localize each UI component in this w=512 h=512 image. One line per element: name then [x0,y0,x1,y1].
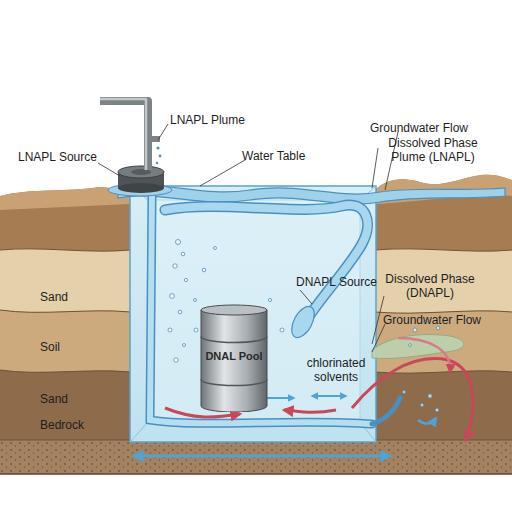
bubbles [178,310,182,314]
ground-layers [0,249,130,312]
callout-label: Water Table [242,149,322,163]
leader-line [98,163,120,176]
extraction-pipe [156,162,158,164]
bubbles [202,268,206,272]
ground-layers [0,440,512,474]
bubbles [183,344,186,347]
flow-arrows [312,395,346,397]
dnapl-dissolved-plume [372,335,464,359]
bubbles [409,344,412,347]
callout-label: DNAPL Source [296,275,386,289]
barrel-node: DNAL Pool [200,304,268,412]
bubbles [181,252,185,256]
callout-label: LNAPL Source [18,150,108,164]
lnapl-plume [118,185,505,424]
ground-layers [0,370,130,446]
flow-arrows [418,418,436,424]
bubbles [173,264,177,268]
leader-line [158,124,168,140]
lnapl-plume [118,185,505,204]
leader-line [372,148,378,188]
layer-label: Soil [40,340,100,354]
substance-label: chlorinated solvents [296,356,376,384]
flow-arrows [398,338,450,372]
source-device [108,166,172,196]
bubbles [168,328,172,332]
ground-layers [0,310,130,372]
extraction-pipe [156,146,159,149]
callout-label: LNAPL Plume [170,113,260,127]
barrel-body [201,310,267,412]
bubbles [420,403,423,406]
flow-arrows [134,338,473,456]
barrel-rib [201,380,267,386]
dnapl-dissolved-plume [372,335,464,359]
bubbles [170,294,175,299]
ground-layers [375,175,512,472]
lnapl-plume [150,196,372,424]
source-device [118,166,164,178]
bubbles [280,328,284,332]
leader-line [200,160,245,186]
water-box [148,200,360,422]
lnapl-plume [165,205,368,322]
flow-label: Groundwater Flow [370,121,490,135]
lnapl-plume [150,196,372,424]
bubbles [413,328,417,332]
extraction-pipe [100,99,146,170]
leader-line [300,290,312,304]
bubbles [403,391,406,394]
lnapl-plume [287,303,319,341]
layer-label: Sand [40,392,100,406]
flow-arrows [284,410,336,412]
barrel-lid [201,305,267,315]
ground-layers [0,473,512,475]
extraction-pipe [100,101,148,170]
ground-layers [0,175,512,474]
bubbles [184,278,187,281]
bubbles [268,298,271,301]
water-box [130,186,376,442]
barrel-rib [201,336,267,342]
ground-layers [0,187,130,472]
lnapl-plume [165,205,368,322]
bubbles [428,394,432,398]
flow-arrows [352,359,473,440]
bubbles [194,299,197,302]
water-box [130,186,376,442]
bubbles [214,247,217,250]
flow-label: Groundwater Flow [383,313,503,327]
bubbles [194,328,198,332]
flow-arrows [134,455,390,458]
water-box [130,186,376,442]
bubbles [174,358,178,362]
source-device [118,183,164,193]
ground-layers [375,249,512,313]
leader-line [372,296,384,344]
leader-line [372,324,385,352]
extraction-pipe [100,99,161,170]
layer-label: Bedrock [40,418,120,432]
layer-label: Sand [40,290,100,304]
extraction-pipe [159,155,162,158]
barrel-label: DNAL Pool [200,350,268,363]
ground-layers [0,440,512,474]
plume-label: Dissolved Phase Plume (LNAPL) [378,136,488,164]
lnapl-plume [372,398,400,424]
bubbles [435,408,439,412]
plume-label: Dissolved Phase (DNAPL) [380,272,480,300]
bubbles [176,240,181,245]
